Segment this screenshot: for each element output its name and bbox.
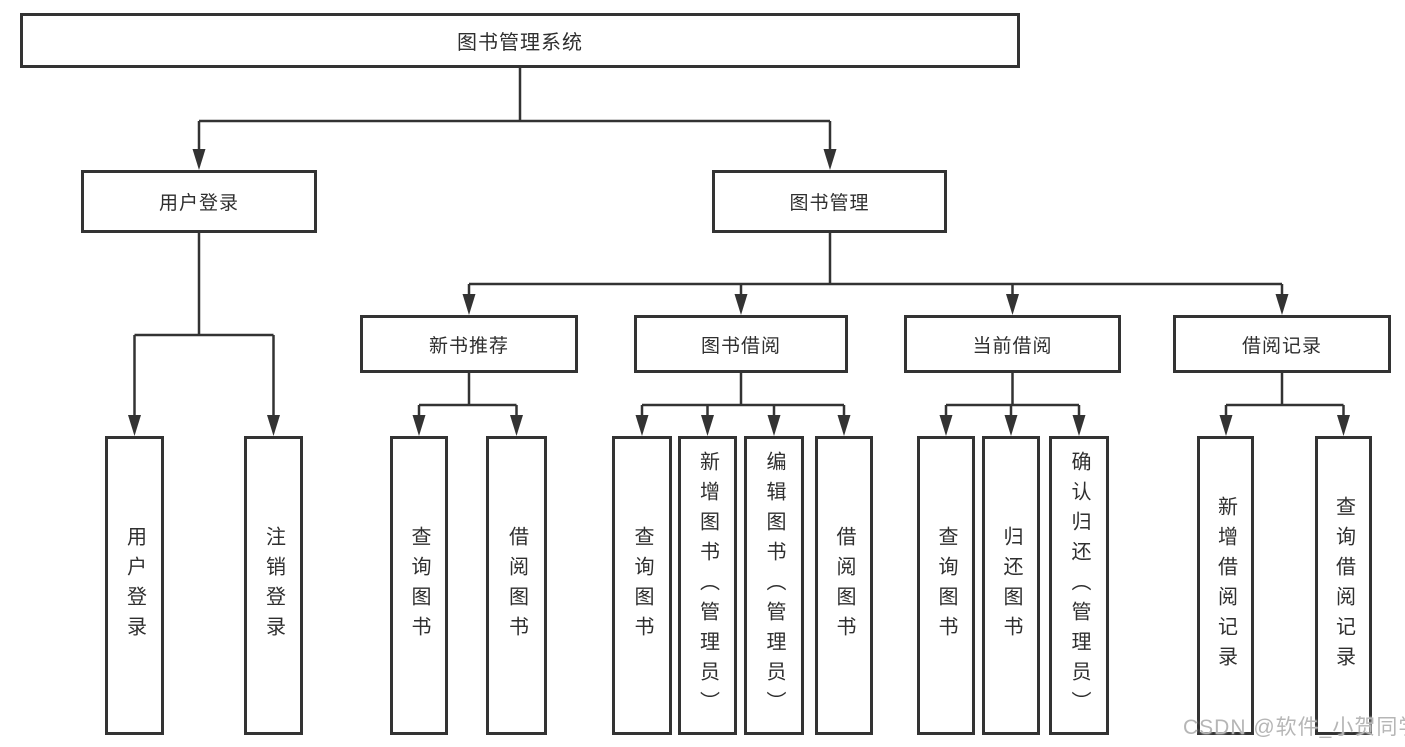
- node-new-book-recommend: 新书推荐: [360, 315, 578, 373]
- leaf-confirm-return-admin: 确认归还（管理员）: [1049, 436, 1109, 735]
- node-label: 新增图书（管理员）: [696, 450, 719, 721]
- leaf-query-borrow-record: 查询借阅记录: [1315, 436, 1372, 735]
- node-label: 当前借阅: [972, 335, 1053, 357]
- node-label: 新增借阅记录: [1214, 495, 1237, 676]
- node-label: 新书推荐: [428, 335, 509, 357]
- node-label: 查询图书: [631, 525, 653, 646]
- arrowhead-icons: [128, 149, 1350, 436]
- node-label: 图书管理: [789, 193, 870, 214]
- csdn-watermark: CSDN @软件_小贺同学: [1183, 716, 1405, 739]
- leaf-logout: 注销登录: [244, 436, 303, 735]
- leaf-user-login: 用户登录: [105, 436, 164, 735]
- leaf-borrow-books-2: 借阅图书: [815, 436, 873, 735]
- leaf-return-books: 归还图书: [982, 436, 1040, 735]
- node-label: 借阅记录: [1241, 335, 1322, 357]
- node-user-login: 用户登录: [81, 170, 317, 233]
- leaf-query-books-3: 查询图书: [917, 436, 975, 735]
- node-label: 图书管理系统: [457, 32, 583, 54]
- node-label: 用户登录: [123, 525, 146, 646]
- leaf-query-books-1: 查询图书: [390, 436, 448, 735]
- node-book-borrow: 图书借阅: [634, 315, 848, 373]
- node-book-management: 图书管理: [712, 170, 947, 233]
- node-label: 确认归还（管理员）: [1068, 450, 1090, 721]
- node-label: 查询图书: [935, 525, 957, 646]
- node-label: 查询图书: [408, 525, 430, 646]
- node-label: 编辑图书（管理员）: [763, 450, 785, 721]
- node-label: 归还图书: [1000, 525, 1022, 646]
- node-borrow-records: 借阅记录: [1173, 315, 1391, 373]
- node-label: 注销登录: [262, 525, 285, 646]
- node-label: 图书借阅: [700, 335, 781, 357]
- leaf-add-books-admin: 新增图书（管理员）: [678, 436, 737, 735]
- leaf-borrow-books-1: 借阅图书: [486, 436, 547, 735]
- node-label: 查询借阅记录: [1332, 495, 1355, 676]
- leaf-add-borrow-record: 新增借阅记录: [1197, 436, 1254, 735]
- node-root-system: 图书管理系统: [20, 13, 1020, 68]
- node-label: 借阅图书: [505, 525, 528, 646]
- leaf-query-books-2: 查询图书: [612, 436, 672, 735]
- node-current-borrow: 当前借阅: [904, 315, 1121, 373]
- leaf-edit-books-admin: 编辑图书（管理员）: [744, 436, 804, 735]
- node-label: 用户登录: [158, 193, 239, 214]
- node-label: 借阅图书: [833, 525, 855, 646]
